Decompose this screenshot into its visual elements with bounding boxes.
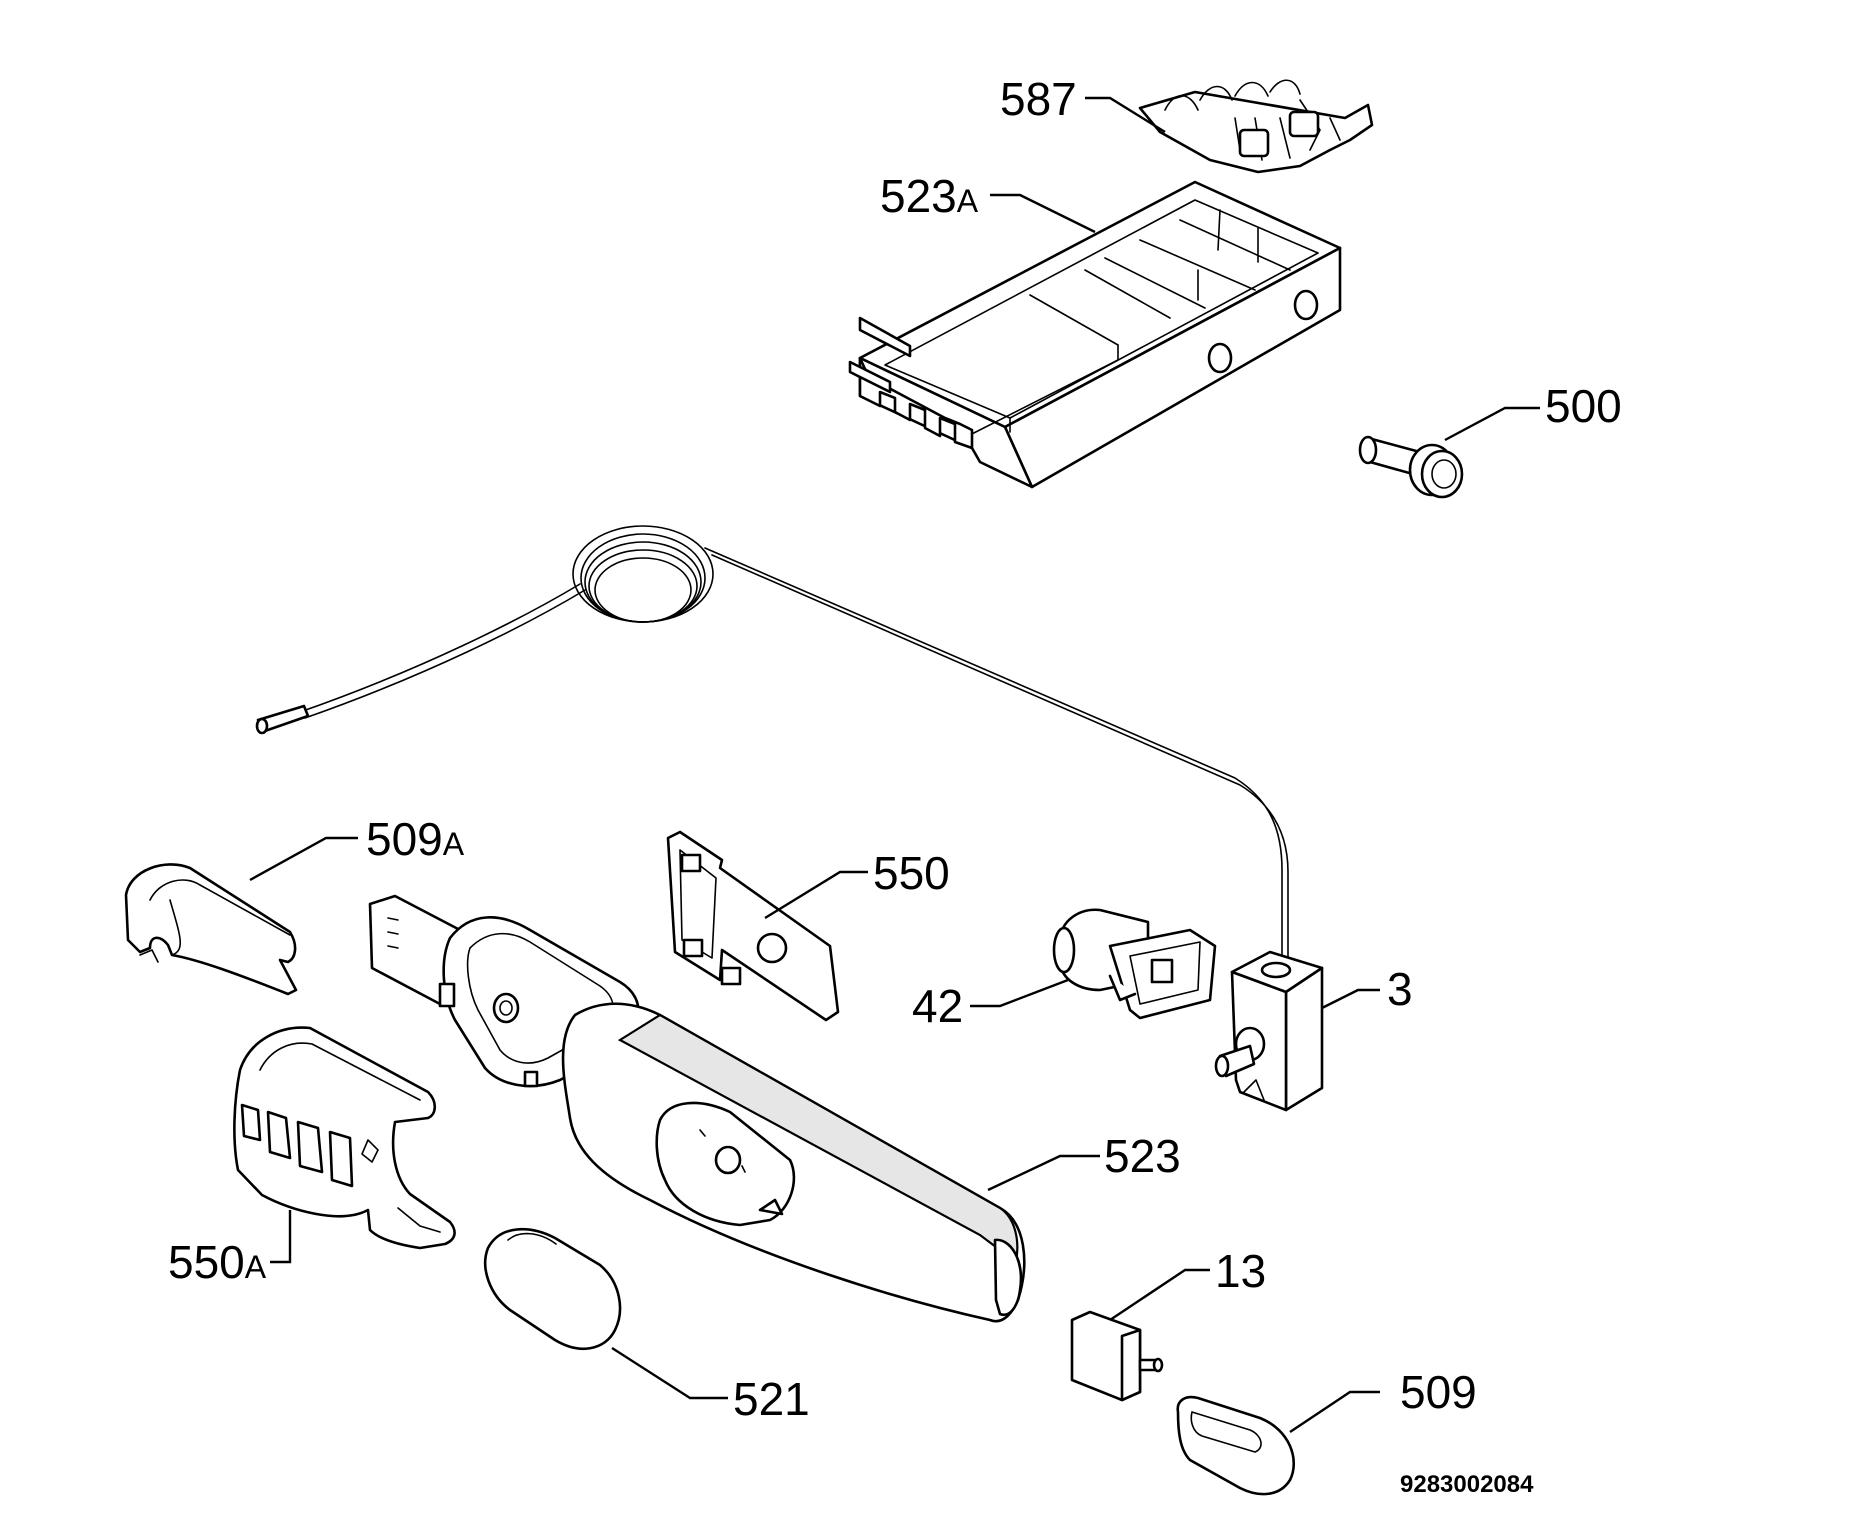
callout-509a: 509A xyxy=(366,813,465,865)
leader-587 xyxy=(1085,96,1166,134)
leader-523 xyxy=(987,1154,1100,1192)
callout-523a: 523A xyxy=(880,170,979,222)
part-42-lamp-holder xyxy=(1052,908,1217,1020)
leader-42 xyxy=(970,978,1069,1008)
part-523a-housing-box xyxy=(848,180,1342,489)
callout-523a-suffix: A xyxy=(957,183,979,219)
callout-509a-suffix: A xyxy=(443,826,465,862)
callout-509: 509 xyxy=(1400,1366,1477,1418)
leader-550a xyxy=(270,1210,292,1264)
leader-13 xyxy=(1109,1268,1210,1321)
leader-550 xyxy=(764,870,868,920)
part-521-end-cap xyxy=(483,1227,622,1350)
callout-550a-suffix: A xyxy=(245,1249,267,1285)
callout-550a-number: 550 xyxy=(168,1236,245,1288)
callout-42: 42 xyxy=(912,980,963,1032)
part-509a-lamp-clip xyxy=(124,863,298,996)
callout-3: 3 xyxy=(1387,963,1413,1015)
part-550a-lamp-shade xyxy=(233,1026,456,1250)
callout-13: 13 xyxy=(1215,1245,1266,1297)
drawing-number: 9283002084 xyxy=(1400,1471,1534,1498)
callout-523a-number: 523 xyxy=(880,170,957,222)
leader-509a xyxy=(249,836,358,882)
part-550-cover-plate xyxy=(666,830,840,1022)
callout-500: 500 xyxy=(1545,380,1622,432)
part-13-switch xyxy=(1070,1310,1164,1402)
callout-587: 587 xyxy=(1000,73,1077,125)
part-3-thermostat xyxy=(1214,950,1324,1112)
leader-509 xyxy=(1289,1390,1380,1433)
part-500-knob xyxy=(1358,435,1464,499)
callout-509a-number: 509 xyxy=(366,813,443,865)
leader-521 xyxy=(611,1346,728,1400)
callout-550a: 550A xyxy=(168,1236,267,1288)
callout-523: 523 xyxy=(1104,1130,1181,1182)
leader-523a xyxy=(990,193,1096,234)
callout-521: 521 xyxy=(733,1373,810,1425)
leader-3 xyxy=(1321,988,1380,1010)
leader-500 xyxy=(1444,406,1540,442)
part-587-terminal-board xyxy=(1138,79,1374,174)
part-523-handle-housing xyxy=(368,894,1026,1323)
capillary-tube xyxy=(255,525,1289,969)
part-509-push-button xyxy=(1176,1395,1295,1496)
callout-550: 550 xyxy=(873,847,950,899)
